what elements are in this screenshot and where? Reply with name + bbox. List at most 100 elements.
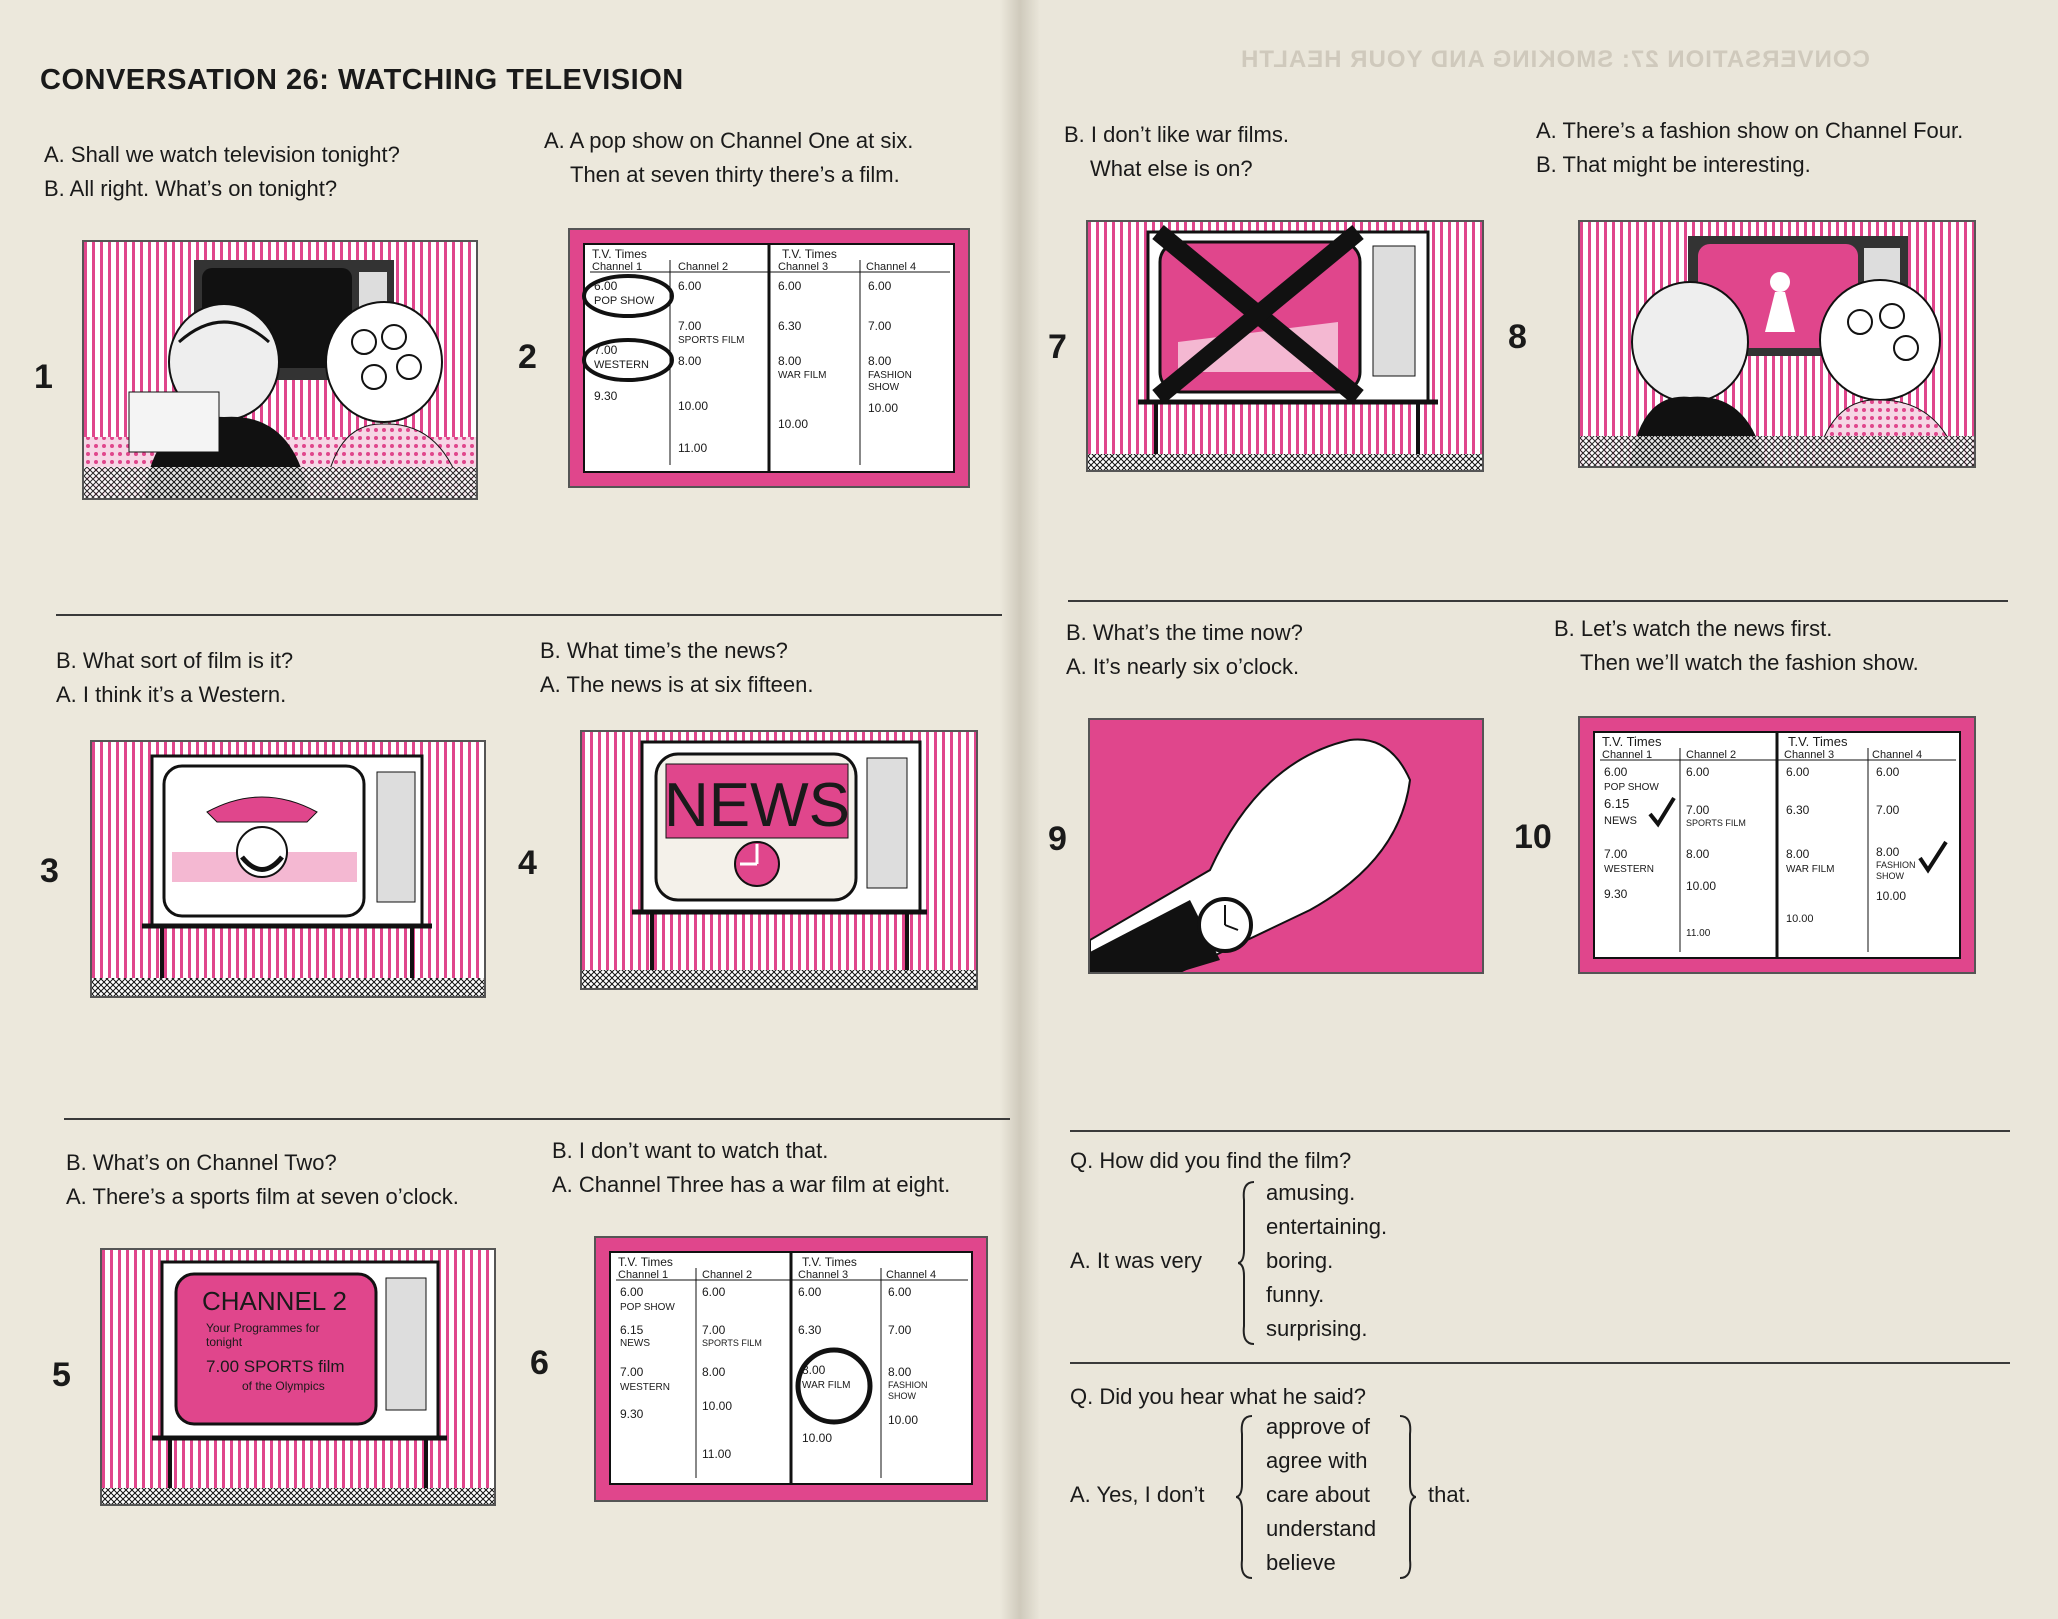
panel-number-1: 1 [34,358,53,396]
panel-10-tv-times-ticks: T.V. Times T.V. Times Channel 1 Channel … [1578,716,1976,974]
svg-text:7.00: 7.00 [1686,803,1710,817]
svg-text:6.00: 6.00 [1876,765,1900,779]
svg-text:NEWS: NEWS [1604,815,1637,827]
svg-text:10.00: 10.00 [1686,879,1716,893]
svg-text:WESTERN: WESTERN [620,1382,670,1393]
svg-text:6.30: 6.30 [778,319,802,333]
svg-text:tonight: tonight [206,1335,243,1349]
svg-text:WAR FILM: WAR FILM [1786,864,1835,875]
svg-text:8.00: 8.00 [702,1365,726,1379]
svg-text:SHOW: SHOW [888,1391,917,1401]
drill-2-left-brace [1236,1415,1253,1579]
svg-text:10.00: 10.00 [868,401,898,415]
svg-text:6.00: 6.00 [620,1285,644,1299]
svg-text:7.00: 7.00 [888,1323,912,1337]
svg-text:WAR FILM: WAR FILM [802,1380,851,1391]
svg-text:9.30: 9.30 [1604,887,1628,901]
svg-text:8.00: 8.00 [868,354,892,368]
ghost-title: CONVERSATION 27: SMOKING AND YOUR HEALTH [1240,46,1870,73]
svg-text:Channel 4: Channel 4 [1872,749,1922,761]
dialogue-1: A. Shall we watch television tonight? B.… [44,142,400,201]
panel-number-2: 2 [518,338,537,376]
svg-text:FASHION: FASHION [888,1380,928,1390]
panel-number-5: 5 [52,1356,71,1394]
svg-text:9.30: 9.30 [620,1407,644,1421]
svg-text:T.V. Times: T.V. Times [1602,734,1662,749]
dialogue-3: B. What sort of film is it? A. I think i… [56,648,294,707]
drill-2-question: Q. Did you hear what he said? [1070,1384,1366,1409]
svg-text:FASHION: FASHION [868,370,912,381]
panel-3-western-tv [90,740,486,998]
dialogue-6: B. I don’t want to watch that. A. Channe… [552,1138,951,1197]
svg-text:10.00: 10.00 [888,1413,918,1427]
svg-text:Channel 4: Channel 4 [886,1269,936,1281]
svg-text:7.00: 7.00 [620,1365,644,1379]
svg-text:POP SHOW: POP SHOW [620,1302,675,1313]
tv-times-header: T.V. Times [592,247,647,261]
panel-number-7: 7 [1048,328,1067,366]
svg-text:7.00: 7.00 [702,1323,726,1337]
drill-2-answer-prefix: A. Yes, I don’t [1070,1482,1205,1507]
svg-text:10.00: 10.00 [678,399,708,413]
svg-text:of the Olympics: of the Olympics [242,1379,325,1393]
svg-text:WESTERN: WESTERN [1604,864,1654,875]
book-gutter [1000,0,1040,1619]
svg-text:6.15: 6.15 [1604,796,1629,811]
svg-text:10.00: 10.00 [702,1399,732,1413]
svg-text:6.30: 6.30 [798,1323,822,1337]
svg-text:10.00: 10.00 [802,1431,832,1445]
svg-text:Channel 2: Channel 2 [678,261,728,273]
panel-number-9: 9 [1048,820,1067,858]
svg-text:WAR FILM: WAR FILM [778,370,827,381]
svg-text:9.30: 9.30 [594,389,618,403]
svg-text:SHOW: SHOW [868,382,900,393]
drill-2-suffix: that. [1428,1482,1471,1507]
drill-2-options: approve of agree with care about underst… [1266,1414,1377,1575]
svg-text:T.V. Times: T.V. Times [1788,734,1848,749]
panel-1-couple-watching [82,240,478,500]
dialogue-2: A. A pop show on Channel One at six. The… [544,128,914,187]
svg-text:T.V. Times: T.V. Times [802,1255,857,1269]
page-title: CONVERSATION 26: WATCHING TELEVISION [40,64,684,96]
dialogue-4: B. What time’s the news? A. The news is … [540,638,814,697]
svg-text:SPORTS FILM: SPORTS FILM [1686,818,1746,828]
dialogue-7: B. I don’t like war films. What else is … [1064,122,1289,181]
panel-9-wrist-watch [1088,718,1484,974]
svg-text:6.00: 6.00 [1786,765,1810,779]
panel-2-tv-times: T.V. Times T.V. Times Channel 1 Channel … [568,228,970,488]
svg-text:SHOW: SHOW [1876,871,1905,881]
svg-text:Channel 1: Channel 1 [618,1269,668,1281]
divider-2 [64,1118,1010,1120]
divider-3 [1068,600,2008,602]
svg-text:POP SHOW: POP SHOW [1604,782,1659,793]
dialogue-9: B. What’s the time now? A. It’s nearly s… [1066,620,1303,679]
svg-text:T.V. Times: T.V. Times [782,247,837,261]
svg-text:FASHION: FASHION [1876,860,1916,870]
svg-text:Channel 3: Channel 3 [798,1269,848,1281]
panel-4-news-tv: NEWS [580,730,978,990]
svg-text:Channel 2: Channel 2 [1686,749,1736,761]
drill-1-options: amusing. entertaining. boring. funny. su… [1266,1180,1388,1341]
dialogue-8: A. There’s a fashion show on Channel Fou… [1536,118,1964,177]
svg-text:6.00: 6.00 [868,279,892,293]
svg-text:6.00: 6.00 [798,1285,822,1299]
svg-text:11.00: 11.00 [1686,928,1711,939]
svg-text:7.00: 7.00 [1876,803,1900,817]
panel-5-channel-2-tv: CHANNEL 2 Your Programmes for tonight 7.… [100,1248,496,1506]
panel-number-4: 4 [518,844,537,882]
svg-text:6.30: 6.30 [1786,803,1810,817]
svg-text:Channel 3: Channel 3 [778,261,828,273]
drill-1-question: Q. How did you find the film? [1070,1148,1352,1173]
svg-text:6.00: 6.00 [1686,765,1710,779]
svg-text:6.00: 6.00 [1604,765,1628,779]
dialogue-5: B. What’s on Channel Two? A. There’s a s… [66,1150,459,1209]
svg-text:6.00: 6.00 [678,279,702,293]
svg-text:SPORTS FILM: SPORTS FILM [702,1338,762,1348]
svg-text:8.00: 8.00 [778,354,802,368]
panel-number-8: 8 [1508,318,1527,356]
svg-text:10.00: 10.00 [778,417,808,431]
svg-text:Channel 1: Channel 1 [592,261,642,273]
svg-text:7.00: 7.00 [868,319,892,333]
drill-2-right-brace [1399,1415,1416,1579]
svg-text:6.00: 6.00 [702,1285,726,1299]
